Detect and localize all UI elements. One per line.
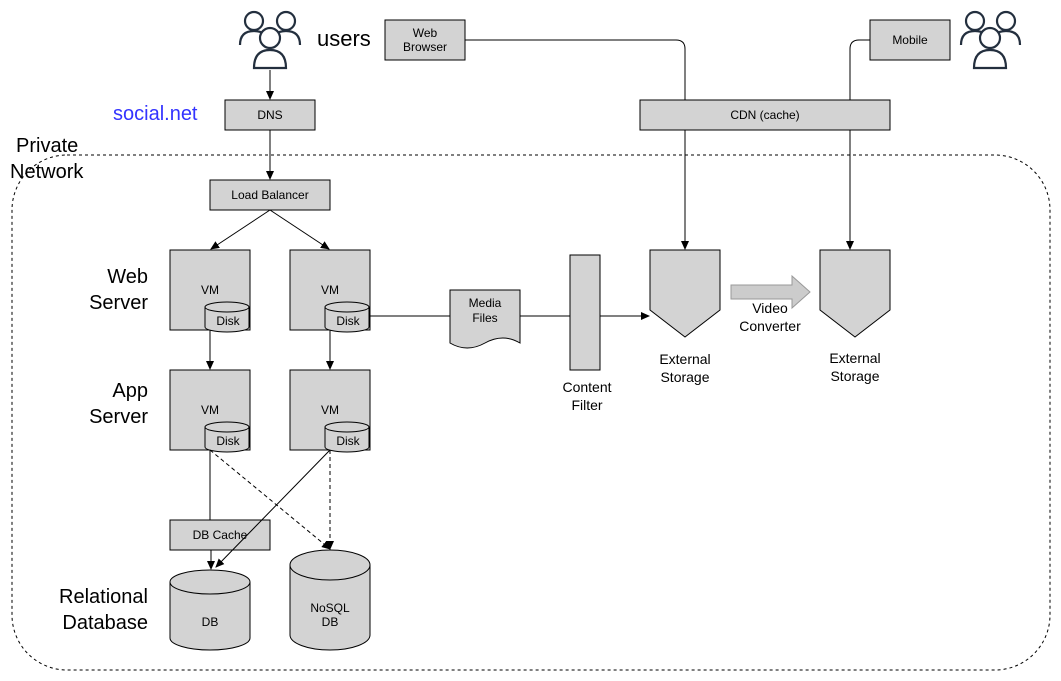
edge-mobile-cdn xyxy=(849,39,870,100)
db-cache-node xyxy=(169,519,271,551)
external-storage-2-label-1: External xyxy=(829,350,880,366)
video-converter-label-2: Converter xyxy=(739,318,801,334)
nosql-db-label-2: DB xyxy=(322,615,339,629)
app-vm-1-label: VM xyxy=(201,403,219,417)
web-vm-1-disk: Disk xyxy=(204,301,250,333)
app-vm-1-disk-label: Disk xyxy=(216,434,240,448)
cdn-label: CDN (cache) xyxy=(730,108,799,122)
external-storage-1-node: External Storage xyxy=(649,249,721,385)
private-network-label-1: Private xyxy=(16,135,78,157)
app-vm-2-disk-label: Disk xyxy=(336,434,360,448)
load-balancer-label: Load Balancer xyxy=(231,188,308,202)
web-vm-2-disk-label: Disk xyxy=(336,314,360,328)
web-server-label-2: Server xyxy=(89,292,148,314)
private-network-boundary xyxy=(11,154,1051,671)
external-storage-2-node: External Storage xyxy=(819,249,891,384)
media-files-label-2: Files xyxy=(472,311,497,325)
private-network-label-2: Network xyxy=(10,161,84,183)
cdn-node xyxy=(639,99,891,131)
edge-app2-db xyxy=(215,449,331,568)
nosql-db-node: NoSQL DB xyxy=(289,549,371,651)
app-vm-2-disk: Disk xyxy=(324,421,370,453)
web-vm-2-disk: Disk xyxy=(324,301,370,333)
app-server-label-1: App xyxy=(112,380,148,402)
app-server-label-2: Server xyxy=(89,406,148,428)
edge-lb-web1 xyxy=(210,209,271,250)
content-filter-label-1: Content xyxy=(562,379,611,395)
web-server-label-1: Web xyxy=(107,266,148,288)
video-converter-arrow xyxy=(730,274,811,310)
mobile-label: Mobile xyxy=(892,33,928,47)
external-storage-1-label-1: External xyxy=(659,351,710,367)
db-label: DB xyxy=(202,615,219,629)
content-filter-node xyxy=(569,254,601,371)
app-vm-2-label: VM xyxy=(321,403,339,417)
users-icon-right xyxy=(959,10,1022,70)
edge-lb-web2 xyxy=(269,209,330,250)
mobile-node xyxy=(869,19,951,61)
nosql-db-label-1: NoSQL xyxy=(310,601,350,615)
dns-label: DNS xyxy=(257,108,282,122)
web-vm-1-disk-label: Disk xyxy=(216,314,240,328)
media-files-node: Media Files xyxy=(449,289,521,349)
edge-browser-cdn xyxy=(465,39,686,100)
edge-app1-nosql xyxy=(209,449,331,550)
content-filter-label-2: Filter xyxy=(571,397,602,413)
video-converter-label-1: Video xyxy=(752,300,788,316)
app-vm-1-disk: Disk xyxy=(204,421,250,453)
web-vm-1-label: VM xyxy=(201,283,219,297)
db-node: DB xyxy=(169,569,251,651)
site-label: social.net xyxy=(113,103,198,125)
external-storage-2-label-2: Storage xyxy=(830,368,879,384)
web-browser-label-2: Browser xyxy=(403,40,447,54)
users-label: users xyxy=(317,26,371,51)
db-cache-label: DB Cache xyxy=(193,528,248,542)
users-icon-left xyxy=(238,10,302,70)
external-storage-1-label-2: Storage xyxy=(660,369,709,385)
web-browser-node xyxy=(384,19,466,61)
media-files-label-1: Media xyxy=(469,296,502,310)
web-browser-label-1: Web xyxy=(413,26,438,40)
web-vm-2-label: VM xyxy=(321,283,339,297)
relational-label-1: Relational xyxy=(59,586,148,608)
relational-label-2: Database xyxy=(62,612,148,634)
